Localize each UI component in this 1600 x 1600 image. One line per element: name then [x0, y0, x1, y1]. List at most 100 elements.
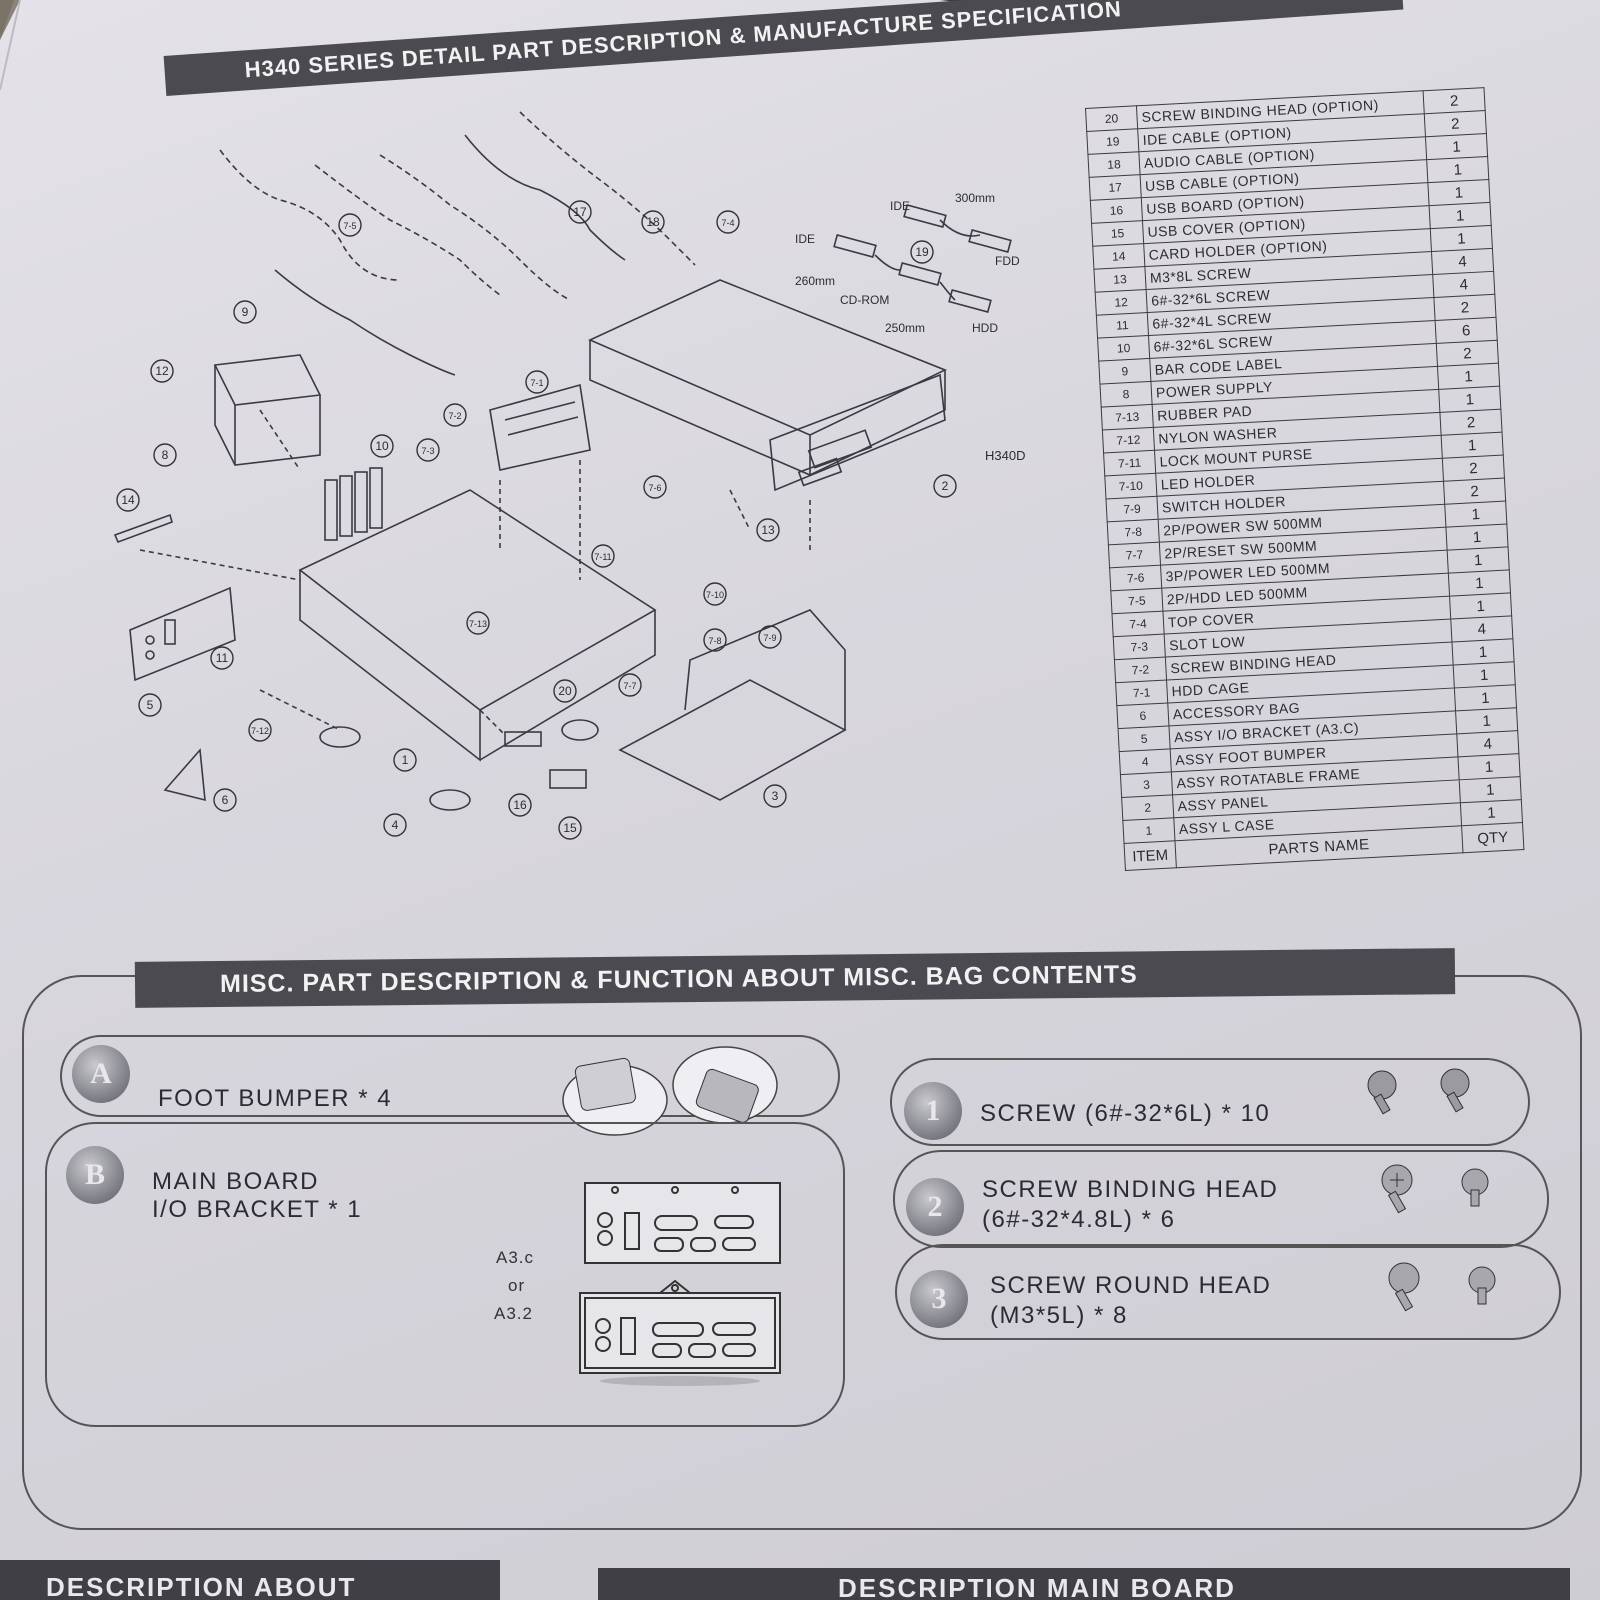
bottom-right-title: DESCRIPTION MAIN BOARD	[838, 1573, 1236, 1600]
cell-qty: 1	[1425, 133, 1488, 160]
cell-qty: 1	[1445, 523, 1509, 551]
cell-item: 8	[1099, 381, 1153, 408]
rotatable-frame	[618, 679, 847, 801]
callout-label: 2	[942, 479, 949, 493]
cell-qty: 1	[1427, 179, 1490, 206]
bottom-left-banner: DESCRIPTION ABOUT	[0, 1560, 500, 1600]
header-item: ITEM	[1124, 840, 1177, 871]
callout-label: 10	[375, 439, 389, 453]
front-panel	[769, 373, 946, 492]
label-model: H340D	[985, 448, 1025, 463]
foot-bumper-b	[561, 719, 599, 741]
usb-board	[504, 731, 542, 747]
cell-qty: 2	[1442, 455, 1505, 482]
callout-circle	[233, 300, 257, 324]
cell-qty: 1	[1444, 501, 1507, 528]
badge-a: A	[72, 1045, 130, 1103]
screw-6l-icon	[1367, 1068, 1470, 1115]
cell-qty: 1	[1454, 684, 1517, 711]
callout-circle	[370, 434, 394, 458]
cell-qty: 1	[1437, 363, 1500, 390]
foot-bumper-c	[429, 789, 471, 811]
cell-item: 13	[1093, 266, 1147, 293]
top-cover	[588, 279, 947, 436]
misc-title: MISC. PART DESCRIPTION & FUNCTION ABOUT …	[219, 960, 1138, 999]
cell-qty: 1	[1449, 592, 1512, 620]
callout-circle	[703, 628, 727, 652]
callout-label: 14	[121, 493, 135, 507]
cell-item: 6	[1116, 702, 1169, 729]
callout-circle	[138, 693, 162, 717]
callout-label: 7-3	[421, 446, 434, 456]
callout-label: 17	[573, 205, 587, 219]
cell-qty: 1	[1457, 753, 1521, 780]
foot-bumper-a	[319, 726, 361, 748]
callout-circle	[150, 359, 174, 383]
callout-circle	[703, 582, 727, 606]
callout-circle	[393, 748, 417, 772]
callout-label: 7-6	[648, 483, 661, 493]
callout-label: 6	[222, 793, 229, 807]
cell-qty: 1	[1430, 225, 1493, 252]
callout-circle	[508, 793, 532, 817]
callout-label: 9	[242, 305, 249, 319]
misc-item-b	[45, 1122, 845, 1427]
misc-item-1	[890, 1058, 1530, 1146]
cell-qty: 1	[1447, 546, 1510, 574]
label-hdd: HDD	[972, 321, 998, 335]
callout-circle	[153, 443, 177, 467]
callout-circle	[338, 213, 362, 237]
callout-circle	[558, 816, 582, 840]
badge-b: B	[66, 1146, 124, 1204]
callout-label: 7-4	[721, 218, 734, 228]
cell-item: 7-1	[1115, 680, 1168, 706]
badge-1: 1	[904, 1082, 962, 1140]
callout-label: 7-5	[343, 221, 356, 231]
cell-item: 7-9	[1105, 496, 1159, 522]
bracket-option-1: A3.c	[496, 1248, 535, 1267]
accessory-bag	[163, 748, 206, 802]
cell-qty: 2	[1433, 294, 1497, 321]
callout-label: 7-1	[530, 378, 543, 388]
callout-label: 7-7	[623, 681, 636, 691]
cell-item: 10	[1097, 335, 1150, 362]
callout-circle	[213, 788, 237, 812]
cell-qty: 1	[1460, 799, 1523, 826]
callout-label: 16	[513, 798, 527, 812]
callout-circle	[416, 438, 440, 462]
label-fdd: FDD	[995, 254, 1020, 268]
misc-item-a	[60, 1035, 840, 1117]
cell-item: 7-5	[1110, 588, 1163, 614]
callout-label: 3	[772, 789, 779, 803]
cell-item: 3	[1120, 771, 1173, 798]
cell-item: 7-12	[1102, 427, 1155, 454]
callout-label: 7-8	[708, 636, 721, 646]
misc-item-a-text: FOOT BUMPER * 4	[158, 1085, 393, 1112]
misc-item-3	[895, 1244, 1561, 1340]
cell-qty: 2	[1443, 478, 1506, 505]
screw-binding-head-icon	[1381, 1164, 1489, 1214]
callout-circle	[641, 210, 665, 234]
misc-item-2	[893, 1150, 1549, 1248]
callout-label: 12	[155, 364, 169, 378]
callout-label: 7-2	[448, 411, 461, 421]
callout-label: 8	[162, 448, 169, 462]
cell-item: 7-11	[1103, 450, 1156, 476]
led-cable-7-7	[274, 269, 456, 376]
power-supply	[213, 354, 322, 406]
cell-item: 17	[1089, 174, 1142, 201]
card-holder	[113, 513, 173, 544]
cell-item: 7-8	[1107, 519, 1160, 545]
cell-item: 7-6	[1109, 565, 1162, 591]
cell-item: 7-4	[1112, 611, 1165, 637]
callout-circle	[643, 475, 667, 499]
cell-item: 7-3	[1113, 634, 1166, 660]
hdd-cage	[489, 383, 591, 471]
callout-circle	[116, 488, 140, 512]
cell-item: 16	[1090, 197, 1143, 224]
callout-label: 7-13	[469, 619, 487, 629]
cable-17	[464, 134, 626, 261]
callout-circle	[210, 646, 234, 670]
cell-qty: 1	[1429, 202, 1492, 229]
misc-item-b-line2: I/O BRACKET * 1	[152, 1196, 363, 1223]
